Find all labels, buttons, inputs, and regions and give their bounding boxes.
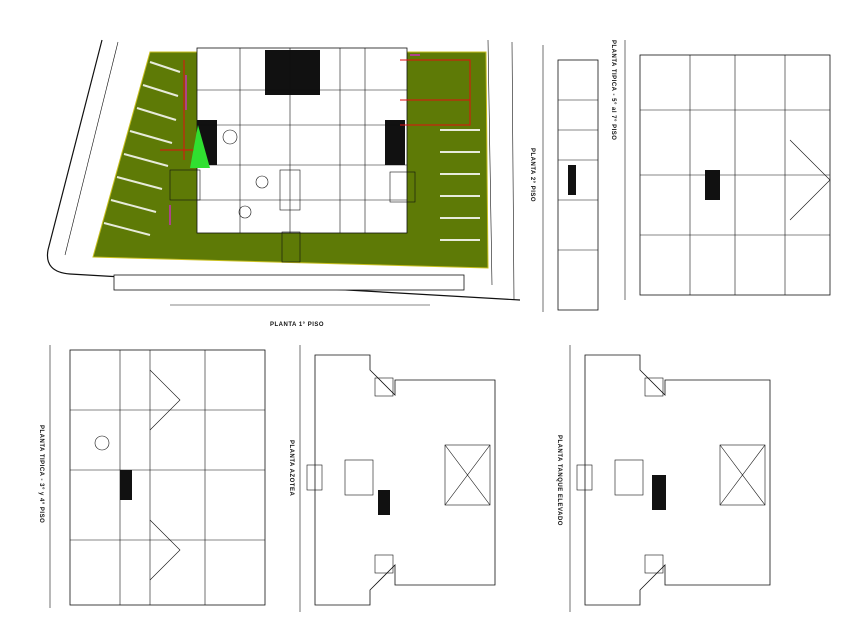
stair (378, 490, 390, 515)
building-walls (169, 48, 416, 263)
light-well (265, 50, 320, 95)
parking-stalls-left (103, 61, 181, 236)
stair (120, 470, 132, 500)
second-floor-outline (557, 59, 599, 311)
tank-floor-outline (584, 354, 771, 606)
stair (568, 165, 576, 195)
parking-stalls-right (440, 129, 480, 241)
typical-5-7-plan: PLANTA TIPICA - 5° al 7° PISO (610, 40, 831, 300)
red-annotations (160, 59, 471, 160)
street-right (487, 39, 515, 301)
typical-3-4-title: PLANTA TIPICA - 3° y 4° PISO (38, 425, 44, 523)
typical-5-7-title: PLANTA TIPICA - 5° al 7° PISO (610, 40, 616, 140)
sidewalk (113, 274, 465, 291)
stair (652, 475, 666, 510)
street-curb-outer (46, 39, 521, 301)
street-curb-inner (64, 41, 119, 256)
second-floor-title: PLANTA 2° PISO (529, 148, 535, 202)
site-plan: PLANTA 1° PISO (46, 39, 521, 328)
magenta-annotations (169, 54, 420, 225)
roof-title: PLANTA AZOTEA (288, 440, 294, 496)
roof-plan: PLANTA AZOTEA (288, 345, 496, 612)
typical-3-4-outline (69, 349, 266, 606)
stair (705, 170, 720, 200)
water-tank-title: PLANTA TANQUE ELEVADO (556, 435, 562, 526)
water-tank-plan: PLANTA TANQUE ELEVADO (556, 345, 771, 612)
second-floor-plan: PLANTA 2° PISO (529, 45, 599, 312)
roof-outline (314, 354, 496, 606)
typical-3-4-plan: PLANTA TIPICA - 3° y 4° PISO (38, 345, 266, 608)
site-plan-title: PLANTA 1° PISO (270, 322, 324, 328)
green-highlight (190, 125, 210, 168)
void-right (385, 120, 405, 165)
